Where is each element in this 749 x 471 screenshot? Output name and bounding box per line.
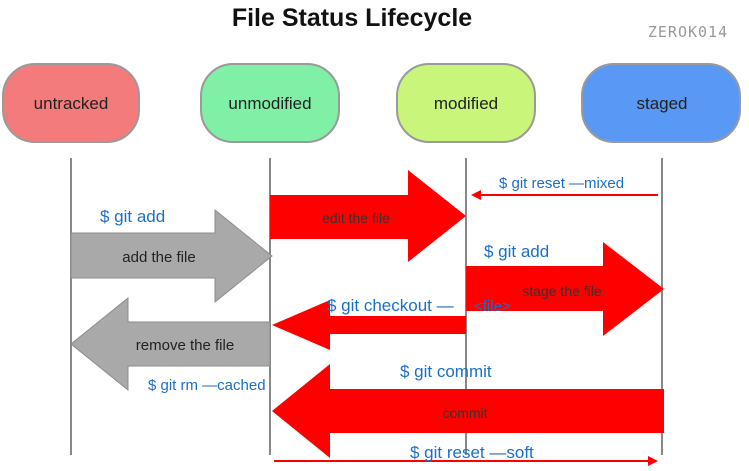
state-staged-label: staged [636, 94, 687, 113]
commit-arrow: commit [272, 364, 664, 458]
git-checkout-file-arg: <file> [474, 298, 511, 315]
commit-arrow-shape [272, 364, 664, 458]
state-untracked-label: untracked [34, 94, 109, 113]
remove-the-file-label: remove the file [136, 337, 234, 354]
add-the-file-arrow-shape [70, 208, 273, 304]
edit-the-file-label: edit the file [322, 210, 390, 226]
state-staged-shape [581, 63, 741, 143]
stage-the-file-label: stage the file [522, 283, 602, 299]
state-modified-label: modified [434, 94, 498, 113]
git-rm-cached-command: $ git rm —cached [148, 377, 266, 394]
diagram-title: File Status Lifecycle [232, 4, 472, 32]
state-unmodified-label: unmodified [228, 94, 311, 113]
commit-label: commit [442, 405, 487, 421]
state-untracked-shape [2, 63, 140, 143]
add-the-file-arrow: add the file [70, 208, 273, 304]
git-add-command-1: $ git add [100, 207, 165, 226]
state-untracked: untracked [2, 63, 140, 143]
git-reset-mixed-command: $ git reset —mixed [499, 175, 624, 192]
git-checkout-arrow-shape [272, 300, 466, 350]
edit-the-file-arrow-shape [270, 170, 466, 262]
git-checkout-arrow [272, 300, 466, 350]
state-unmodified: unmodified [200, 63, 340, 143]
remove-the-file-arrow: remove the file [70, 296, 271, 392]
git-checkout-command: $ git checkout — [327, 296, 454, 315]
remove-the-file-arrow-shape [70, 296, 271, 392]
state-staged: staged [581, 63, 741, 143]
git-commit-command: $ git commit [400, 362, 492, 381]
edit-the-file-arrow: edit the file [270, 170, 466, 262]
state-modified-shape [396, 63, 536, 143]
stage-the-file-arrow: stage the file [466, 242, 664, 336]
git-reset-soft-command: $ git reset —soft [410, 443, 534, 462]
git-add-command-2: $ git add [484, 242, 549, 261]
add-the-file-label: add the file [122, 249, 195, 266]
stage-the-file-arrow-shape [466, 242, 664, 336]
state-modified: modified [396, 63, 536, 143]
state-unmodified-shape [200, 63, 340, 143]
watermark: ZEROK014 [648, 23, 728, 41]
